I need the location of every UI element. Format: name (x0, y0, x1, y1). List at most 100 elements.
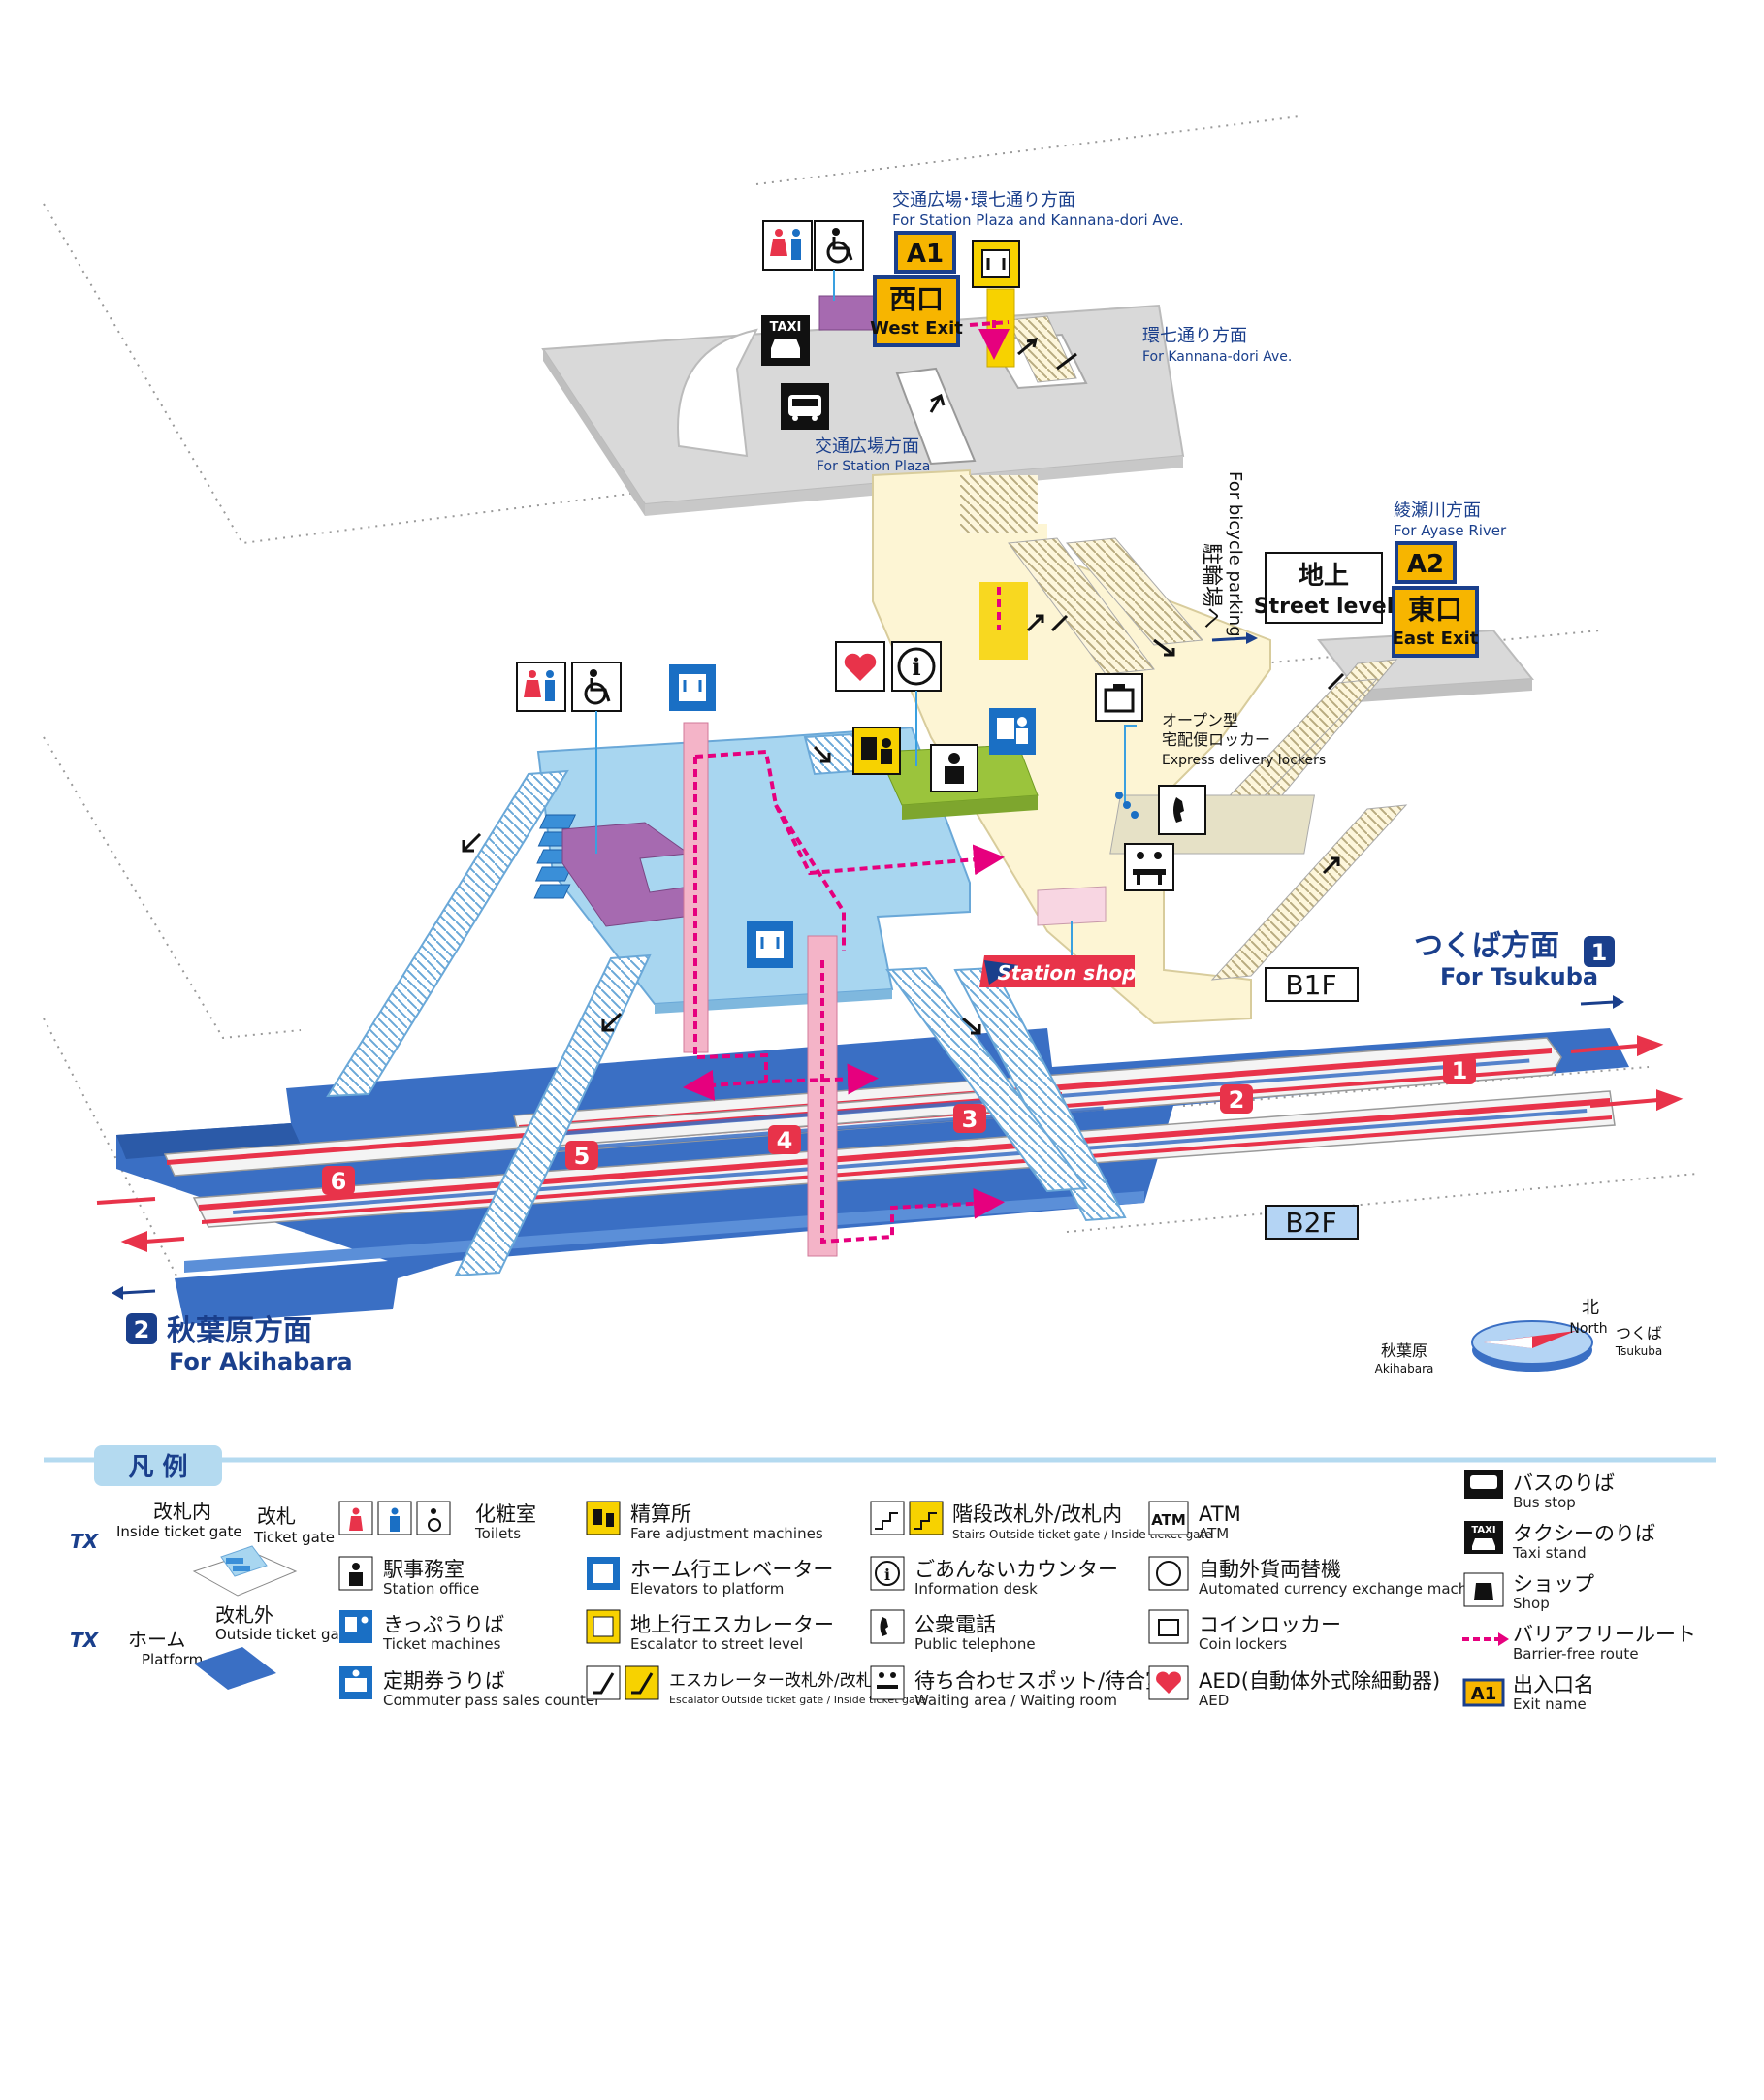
tsukuba-jp: つくば方面 (1414, 929, 1559, 963)
exit-a2-direction-en: For Ayase River (1394, 522, 1507, 539)
legend-toilets: 化粧室 Toilets (338, 1501, 536, 1542)
stair-arrows (462, 338, 1345, 1035)
compass-akihabara-en: Akihabara (1375, 1362, 1434, 1375)
svg-text:Commuter pass sales counter: Commuter pass sales counter (383, 1692, 601, 1709)
svg-text:Ticket machines: Ticket machines (382, 1635, 501, 1653)
svg-text:Shop: Shop (1513, 1595, 1550, 1612)
svg-text:ホーム: ホーム (128, 1628, 185, 1651)
svg-text:Escalator to street level: Escalator to street level (630, 1635, 803, 1653)
tsukuba-track-badge (1584, 936, 1615, 967)
akihabara-en: For Akihabara (169, 1348, 353, 1375)
direction-tsukuba: つくば方面 For Tsukuba 1 (1414, 929, 1624, 1009)
legend-taxi: TAXI タクシーのりば Taxi stand (1464, 1521, 1655, 1562)
exit-a1: 交通広場･環七通り方面 For Station Plaza and Kannan… (870, 190, 1184, 347)
exit-a2-name-jp: 東口 (1408, 594, 1462, 626)
exit-a2-name-en: East Exit (1393, 629, 1479, 649)
exit-a2: 綾瀬川方面 For Ayase River A2 東口 East Exit (1392, 501, 1507, 658)
information-icon: i (891, 641, 942, 692)
legend-fare-adjustment: 精算所 Fare adjustment machines (586, 1501, 823, 1542)
svg-text:駅事務室: 駅事務室 (383, 1558, 465, 1581)
b1f-toilet-icon (516, 662, 566, 712)
svg-text:Station office: Station office (383, 1580, 479, 1598)
telephone-icon (1158, 785, 1206, 835)
b2f-label: B2F (1285, 1207, 1336, 1239)
exit-a2-code: A2 (1407, 550, 1444, 579)
akihabara-jp: 秋葉原方面 (167, 1314, 312, 1348)
svg-text:ATM: ATM (1199, 1502, 1241, 1526)
floor-labels: B1F B2F (1265, 967, 1359, 1240)
kannana-label-en: For Kannana-dori Ave. (1142, 349, 1292, 365)
coin-locker-icon (1095, 673, 1143, 722)
compass-north-jp: 北 (1582, 1298, 1599, 1318)
svg-text:3: 3 (962, 1106, 978, 1133)
legend-bus: バスのりば Bus stop (1464, 1470, 1615, 1511)
street-labels: 環七通り方面 For Kannana-dori Ave. 交通広場方面 For … (815, 326, 1394, 805)
akihabara-arrow (120, 1289, 156, 1295)
legend-coin-locker: コインロッカー Coin lockers (1148, 1609, 1341, 1653)
b1f-badge (1265, 967, 1359, 1002)
svg-text:A1: A1 (1471, 1684, 1496, 1704)
akihabara-track-badge (126, 1313, 157, 1344)
svg-text:TX: TX (70, 1530, 100, 1553)
train-direction-arrows (96, 1035, 1684, 1252)
b1f-wheelchair-icon (571, 662, 622, 712)
escalator-street-icon (972, 240, 1020, 288)
ticket-machine-icon (989, 708, 1036, 755)
legend-waiting: 待ち合わせスポット/待合室 Waiting area / Waiting roo… (870, 1665, 1166, 1709)
exit-a1-name-en: West Exit (870, 318, 963, 339)
svg-text:改札内: 改札内 (153, 1500, 211, 1523)
lockers-label-en: Express delivery lockers (1162, 753, 1326, 768)
svg-text:ATM: ATM (1199, 1525, 1229, 1542)
svg-text:Escalator Outside ticket gate: Escalator Outside ticket gate / Inside t… (669, 1694, 926, 1706)
svg-text:Barrier-free route: Barrier-free route (1513, 1645, 1639, 1663)
legend-ticket-machines: きっぷうりば Ticket machines (339, 1610, 504, 1653)
compass: 北 North つくば Tsukuba 秋葉原 Akihabara (1375, 1298, 1663, 1375)
svg-text:Coin lockers: Coin lockers (1199, 1635, 1287, 1653)
tsukuba-track-num: 1 (1591, 939, 1608, 966)
plaza-label-en: For Station Plaza (817, 459, 930, 474)
svg-text:エスカレーター改札外/改札内: エスカレーター改札外/改札内 (669, 1671, 889, 1691)
svg-text:出入口名: 出入口名 (1513, 1673, 1594, 1696)
legend-escalator-street: 地上行エスカレーター Escalator to street level (586, 1609, 834, 1653)
legend-title-tab (94, 1445, 222, 1486)
fare-adjustment-icon (852, 727, 901, 775)
svg-text:i: i (912, 653, 920, 681)
exit-a1-name-jp: 西口 (889, 283, 944, 315)
svg-text:改札外: 改札外 (215, 1603, 273, 1627)
station-shop-label: Station shop (997, 961, 1136, 985)
svg-text:Outside ticket gate: Outside ticket gate (215, 1626, 354, 1643)
svg-text:コインロッカー: コインロッカー (1199, 1613, 1341, 1636)
platform-stairs (326, 732, 1127, 1277)
svg-text:ATM: ATM (1151, 1511, 1186, 1529)
svg-text:定期券うりば: 定期券うりば (383, 1669, 505, 1693)
compass-tsukuba-jp: つくば (1616, 1324, 1662, 1342)
compass-north-en: North (1569, 1321, 1607, 1337)
bicycle-label-jp: 駐輪場へ (1199, 543, 1223, 629)
svg-text:Waiting area / Waiting room: Waiting area / Waiting room (914, 1692, 1117, 1709)
svg-text:Ticket gate: Ticket gate (253, 1529, 335, 1546)
platform-number-5: 5 (565, 1141, 598, 1170)
svg-text:Stairs Outside ticket gate / I: Stairs Outside ticket gate / Inside tick… (952, 1528, 1212, 1541)
platform-number-4: 4 (768, 1125, 801, 1154)
svg-text:Bus stop: Bus stop (1513, 1494, 1576, 1511)
tsukuba-arrow (1580, 1000, 1616, 1006)
b1f-label: B1F (1285, 969, 1336, 1001)
compass-tsukuba-en: Tsukuba (1615, 1344, 1662, 1358)
svg-text:5: 5 (574, 1143, 591, 1170)
svg-text:ショップ: ショップ (1513, 1572, 1594, 1596)
svg-text:バスのりば: バスのりば (1513, 1471, 1615, 1495)
street-level-jp: 地上 (1299, 562, 1349, 591)
bicycle-label-en: For bicycle parking (1225, 471, 1245, 637)
exit-a2-code-badge (1395, 541, 1457, 584)
legend-title: 凡 例 (128, 1453, 187, 1482)
svg-text:ごあんないカウンター: ごあんないカウンター (914, 1558, 1118, 1581)
b1f-inside-concourse (536, 726, 971, 1014)
legend-telephone: 公衆電話 Public telephone (870, 1609, 1036, 1653)
taxi-stand-icon: TAXI (761, 315, 810, 366)
elevator-platform-icon (669, 664, 716, 711)
exit-a1-code: A1 (907, 240, 944, 269)
exit-a2-direction-jp: 綾瀬川方面 (1394, 501, 1481, 521)
svg-text:精算所: 精算所 (630, 1502, 691, 1526)
svg-text:階段改札外/改札内: 階段改札外/改札内 (952, 1502, 1122, 1526)
